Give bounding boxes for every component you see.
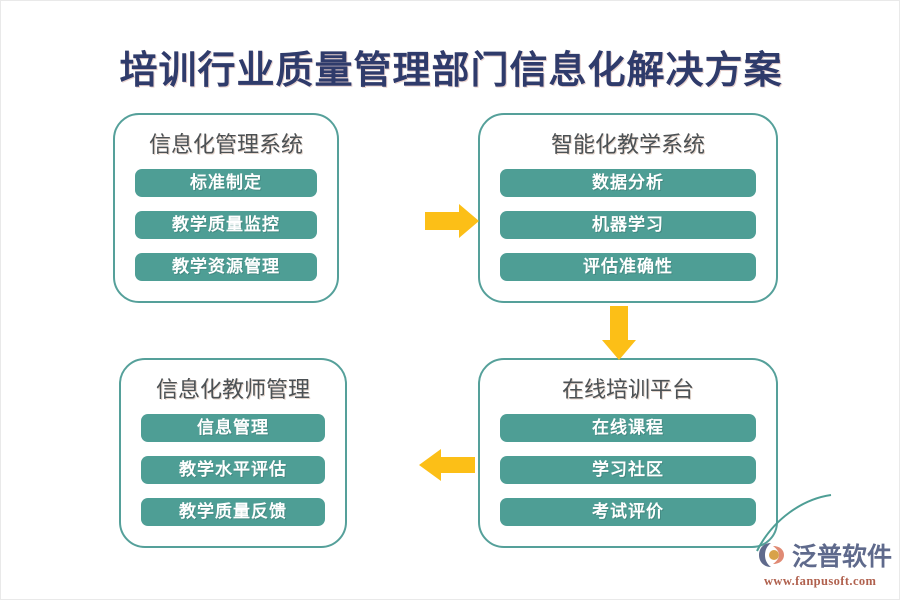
flow-item[interactable]: 标准制定 <box>135 169 317 197</box>
flow-item[interactable]: 教学水平评估 <box>141 456 325 484</box>
arrow-right-icon <box>425 204 479 238</box>
flow-item[interactable]: 数据分析 <box>500 169 756 197</box>
flow-box-title: 信息化教师管理 <box>155 377 310 402</box>
flow-item[interactable]: 学习社区 <box>500 456 756 484</box>
brand-logo-row: 泛普软件 <box>758 537 898 573</box>
flow-item[interactable]: 教学质量监控 <box>135 211 317 239</box>
flow-item[interactable]: 教学质量反馈 <box>141 498 325 526</box>
flow-box-item-list: 数据分析 机器学习 评估准确性 <box>480 169 776 281</box>
flow-item[interactable]: 信息管理 <box>141 414 325 442</box>
arrow-down-icon <box>602 306 636 360</box>
page-title: 培训行业质量管理部门信息化解决方案 <box>119 50 783 92</box>
flow-box-title: 信息化管理系统 <box>148 132 303 157</box>
brand-name: 泛普软件 <box>792 544 893 571</box>
flow-item[interactable]: 评估准确性 <box>500 253 756 281</box>
flow-item[interactable]: 考试评价 <box>500 498 756 526</box>
flow-box-title: 智能化教学系统 <box>550 132 705 157</box>
flow-box-item-list: 标准制定 教学质量监控 教学资源管理 <box>115 169 337 281</box>
brand-logo[interactable]: 泛普软件 www.fanpusoft.com <box>758 537 898 595</box>
flow-box-intelligent-teaching-system[interactable]: 智能化教学系统 数据分析 机器学习 评估准确性 <box>478 113 778 303</box>
flow-item[interactable]: 在线课程 <box>500 414 756 442</box>
flow-box-teacher-management[interactable]: 信息化教师管理 信息管理 教学水平评估 教学质量反馈 <box>119 358 347 548</box>
flow-box-online-training-platform[interactable]: 在线培训平台 在线课程 学习社区 考试评价 <box>478 358 778 548</box>
arrow-left-icon <box>419 449 475 481</box>
flow-box-information-management-system[interactable]: 信息化管理系统 标准制定 教学质量监控 教学资源管理 <box>113 113 339 303</box>
flow-item[interactable]: 教学资源管理 <box>135 253 317 281</box>
flow-box-title: 在线培训平台 <box>561 377 694 402</box>
flow-box-item-list: 在线课程 学习社区 考试评价 <box>480 414 776 526</box>
flow-item[interactable]: 机器学习 <box>500 211 756 239</box>
brand-url: www.fanpusoft.com <box>764 574 877 588</box>
flow-box-item-list: 信息管理 教学水平评估 教学质量反馈 <box>121 414 345 526</box>
fanpu-logo-icon <box>758 540 788 570</box>
